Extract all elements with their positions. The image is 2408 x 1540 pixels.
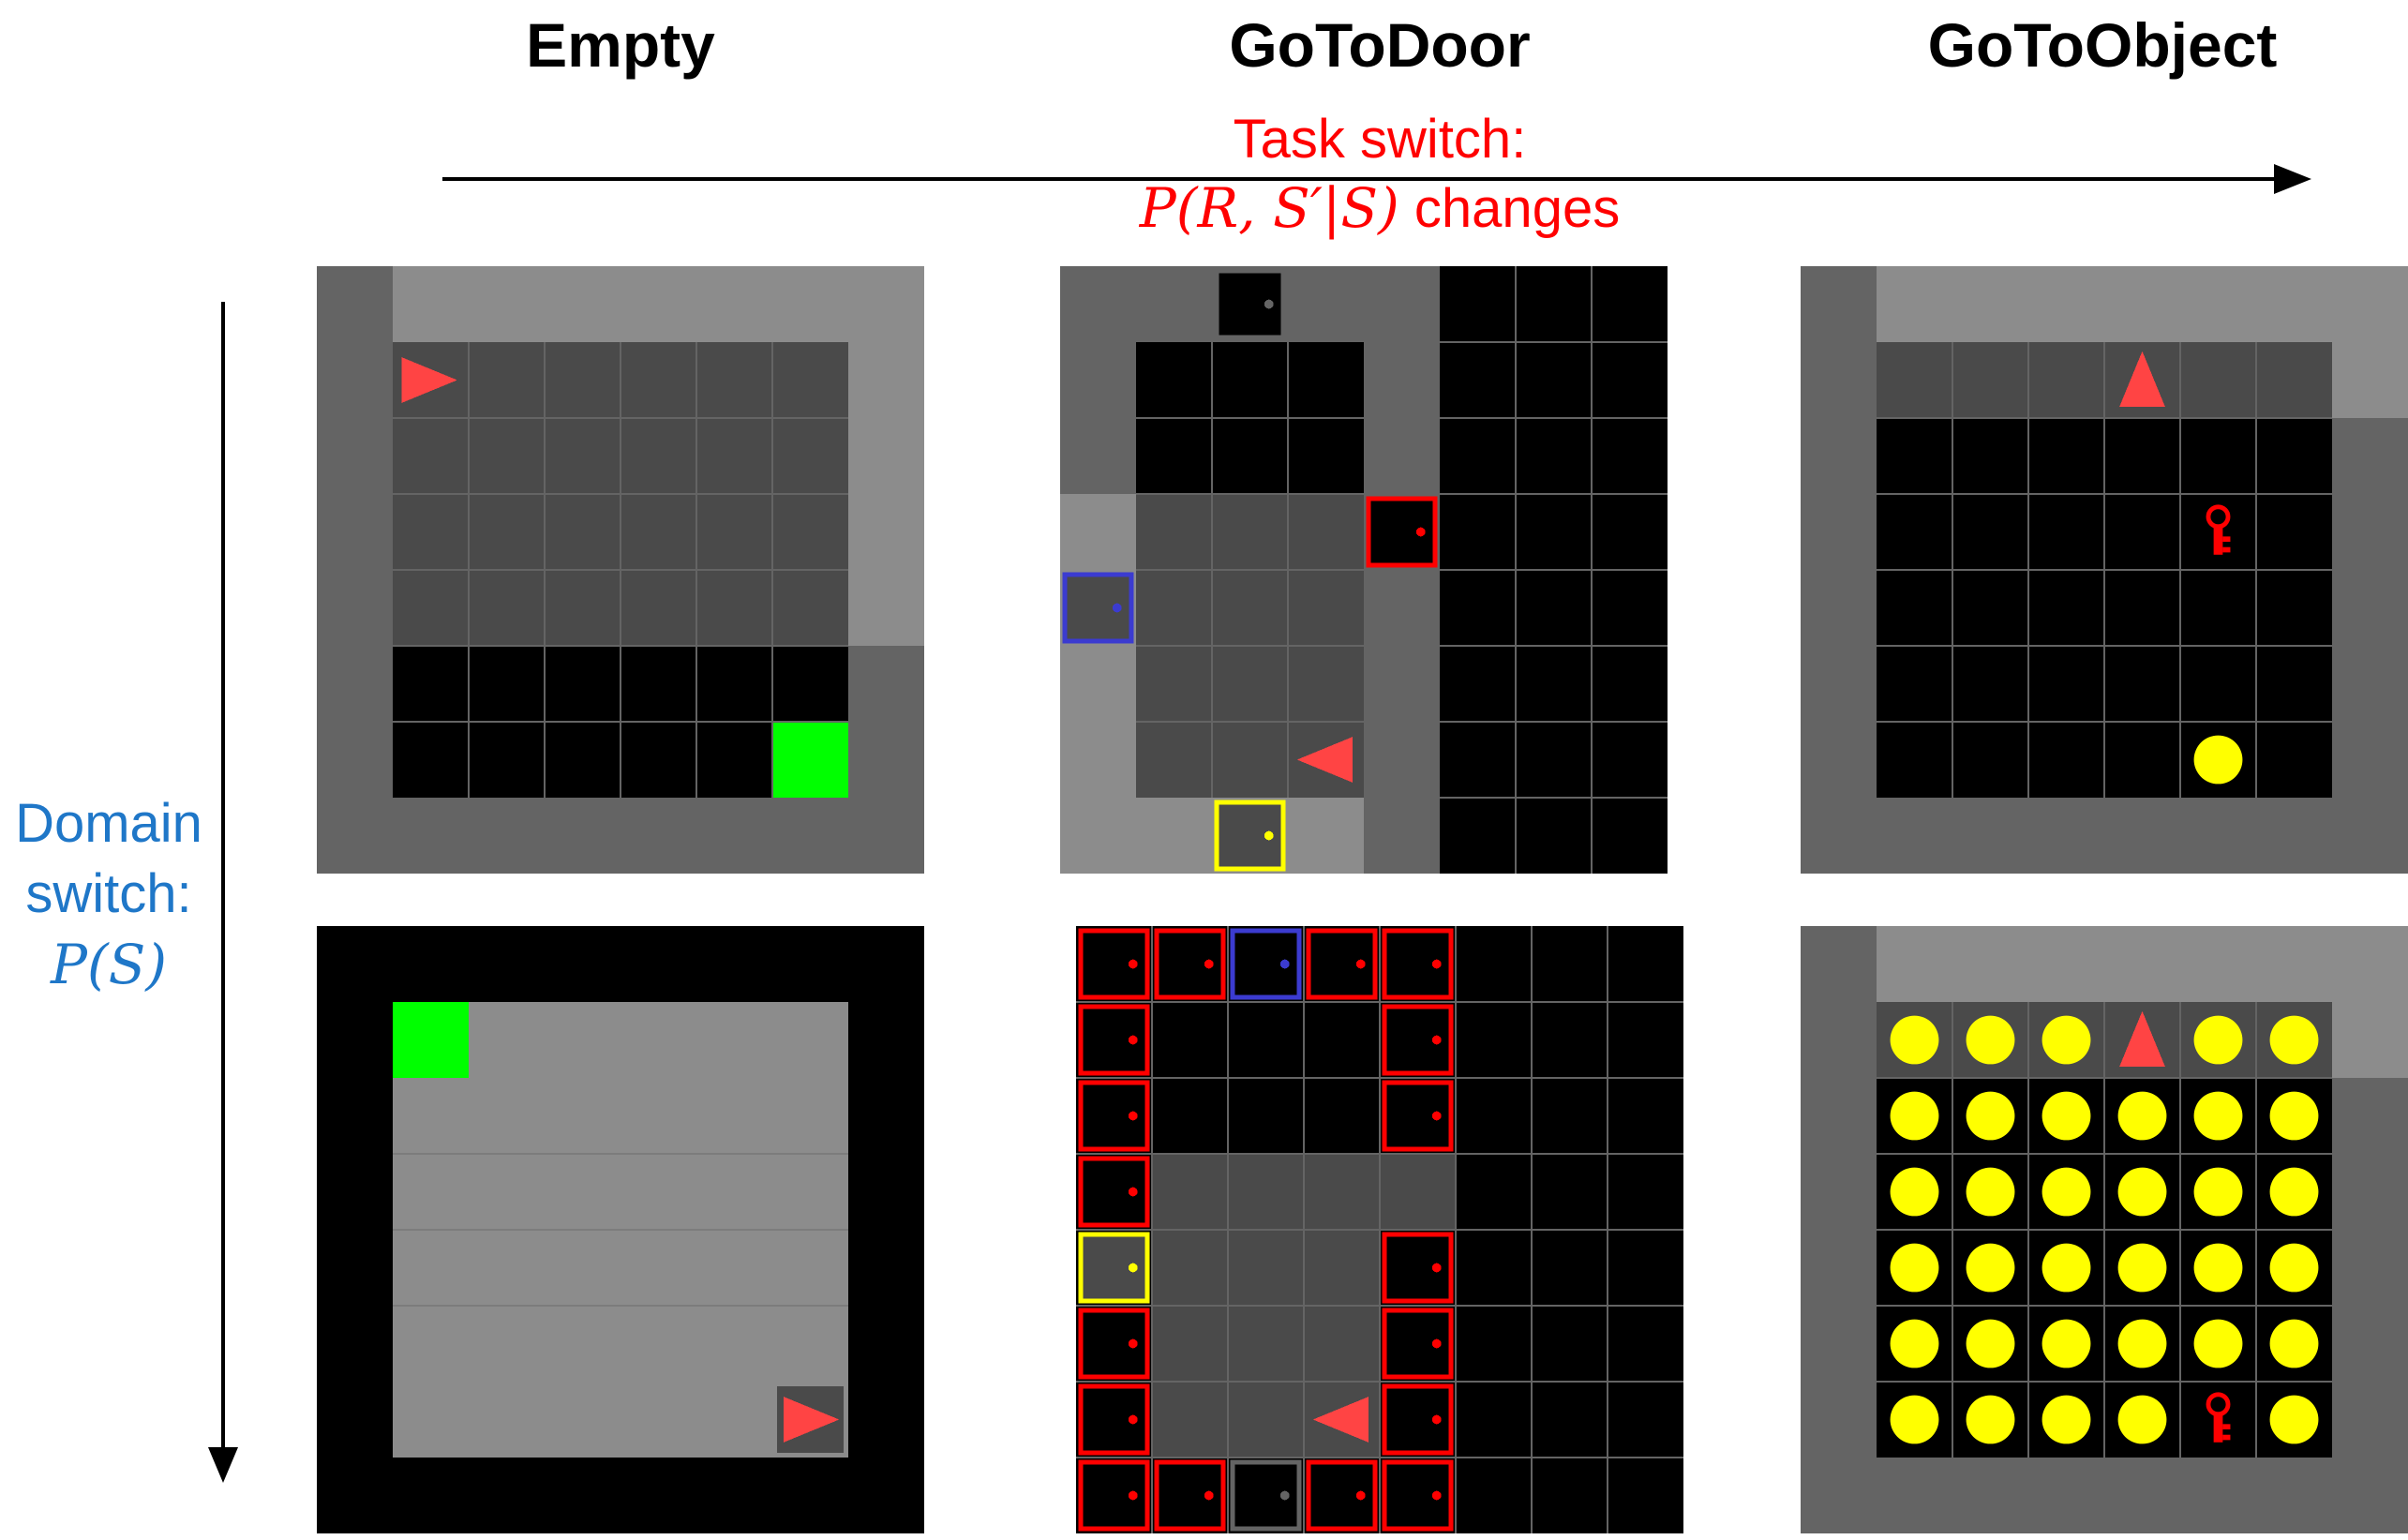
ball-icon — [2117, 1167, 2167, 1217]
ball-icon — [1966, 1243, 2015, 1293]
key-icon — [2206, 504, 2231, 555]
ball-icon — [1966, 1167, 2015, 1217]
ball-icon — [1966, 1395, 2015, 1444]
ball-icon — [1966, 1319, 2015, 1368]
agent-triangle — [1312, 1397, 1369, 1443]
domain-switch-label-1: Domain — [15, 793, 202, 854]
door-red — [1382, 928, 1454, 1000]
door-blue — [1062, 572, 1134, 644]
domain-switch-label-2: switch: — [25, 863, 192, 924]
ball-icon — [2042, 1091, 2091, 1141]
door-red — [1078, 1156, 1150, 1228]
door-blue — [1230, 928, 1302, 1000]
ball-icon — [2042, 1319, 2091, 1368]
ball-icon — [2117, 1319, 2167, 1368]
ball-icon — [1890, 1395, 1939, 1444]
ball-icon — [2269, 1091, 2319, 1141]
ball-icon — [2117, 1091, 2167, 1141]
task-switch-arrow — [442, 164, 2311, 194]
ball-grid — [1890, 1015, 2319, 1444]
column-title-gotoobject: GoToObject — [1927, 10, 2278, 80]
agent-triangle — [784, 1397, 840, 1443]
ball-icon — [2269, 1015, 2319, 1065]
door-red — [1078, 1080, 1150, 1152]
ball-icon — [1966, 1091, 2015, 1141]
ball-icon — [2269, 1319, 2319, 1368]
agent-triangle — [2119, 1010, 2165, 1067]
ball-icon — [2193, 735, 2243, 785]
panel-gotoobject-original — [1801, 266, 2408, 874]
ball-icon — [1890, 1243, 1939, 1293]
panel-empty-domain-switch — [317, 926, 924, 1533]
door-red — [1382, 1308, 1454, 1380]
goal-square — [772, 722, 848, 798]
key-icon — [2206, 1392, 2231, 1443]
panel-gotodoor-domain-switch — [1076, 926, 1683, 1533]
ball-icon — [2193, 1015, 2243, 1065]
door-red — [1154, 928, 1226, 1000]
column-title-gotodoor: GoToDoor — [1229, 10, 1531, 80]
ball-icon — [2042, 1167, 2091, 1217]
task-switch-formula: P(R, S′|S) — [1139, 176, 1399, 240]
ball-icon — [2193, 1319, 2243, 1368]
domain-switch-formula: P(S) — [50, 933, 168, 996]
ball-icon — [2269, 1167, 2319, 1217]
ball-icon — [2193, 1167, 2243, 1217]
door-red — [1382, 1080, 1454, 1152]
door-red — [1382, 1004, 1454, 1076]
door-red — [1154, 1459, 1226, 1532]
door-red — [1078, 1383, 1150, 1456]
door-red — [1382, 1383, 1454, 1456]
agent-triangle — [401, 357, 457, 403]
door-red — [1382, 1459, 1454, 1532]
ball-icon — [2193, 1091, 2243, 1141]
ball-icon — [1890, 1091, 1939, 1141]
door-red — [1306, 1459, 1378, 1532]
panel-empty-original — [317, 266, 924, 874]
ball-icon — [2269, 1395, 2319, 1444]
ball-icon — [1966, 1015, 2015, 1065]
door-grey — [1230, 1459, 1302, 1532]
door-red — [1078, 1308, 1150, 1380]
door-red — [1382, 1232, 1454, 1304]
agent-triangle — [1296, 737, 1353, 783]
door-red — [1366, 496, 1438, 568]
door-red — [1078, 1004, 1150, 1076]
goal-square — [393, 1002, 469, 1078]
ball-icon — [2269, 1243, 2319, 1293]
ball-icon — [2042, 1015, 2091, 1065]
task-switch-label: Task switch: — [1233, 109, 1527, 170]
task-switch-suffix: changes — [1398, 178, 1621, 239]
door-red — [1306, 928, 1378, 1000]
door-grid — [1078, 928, 1454, 1532]
door-yellow — [1078, 1232, 1150, 1304]
door-grey — [1214, 268, 1286, 340]
door-red — [1078, 928, 1150, 1000]
agent-triangle — [2119, 351, 2165, 407]
task-switch-formula-line: P(R, S′|S) changes — [1140, 176, 1620, 240]
ball-icon — [1890, 1015, 1939, 1065]
panel-gotodoor-original — [1060, 266, 1668, 874]
ball-icon — [2042, 1395, 2091, 1444]
ball-icon — [2117, 1395, 2167, 1444]
column-title-empty: Empty — [526, 10, 715, 80]
ball-icon — [1890, 1319, 1939, 1368]
ball-icon — [1890, 1167, 1939, 1217]
ball-icon — [2193, 1243, 2243, 1293]
ball-icon — [2042, 1243, 2091, 1293]
ball-icon — [2117, 1243, 2167, 1293]
panel-gotoobject-domain-switch — [1801, 926, 2408, 1533]
door-red — [1078, 1459, 1150, 1532]
door-yellow — [1214, 800, 1286, 872]
domain-switch-arrow — [208, 302, 238, 1483]
